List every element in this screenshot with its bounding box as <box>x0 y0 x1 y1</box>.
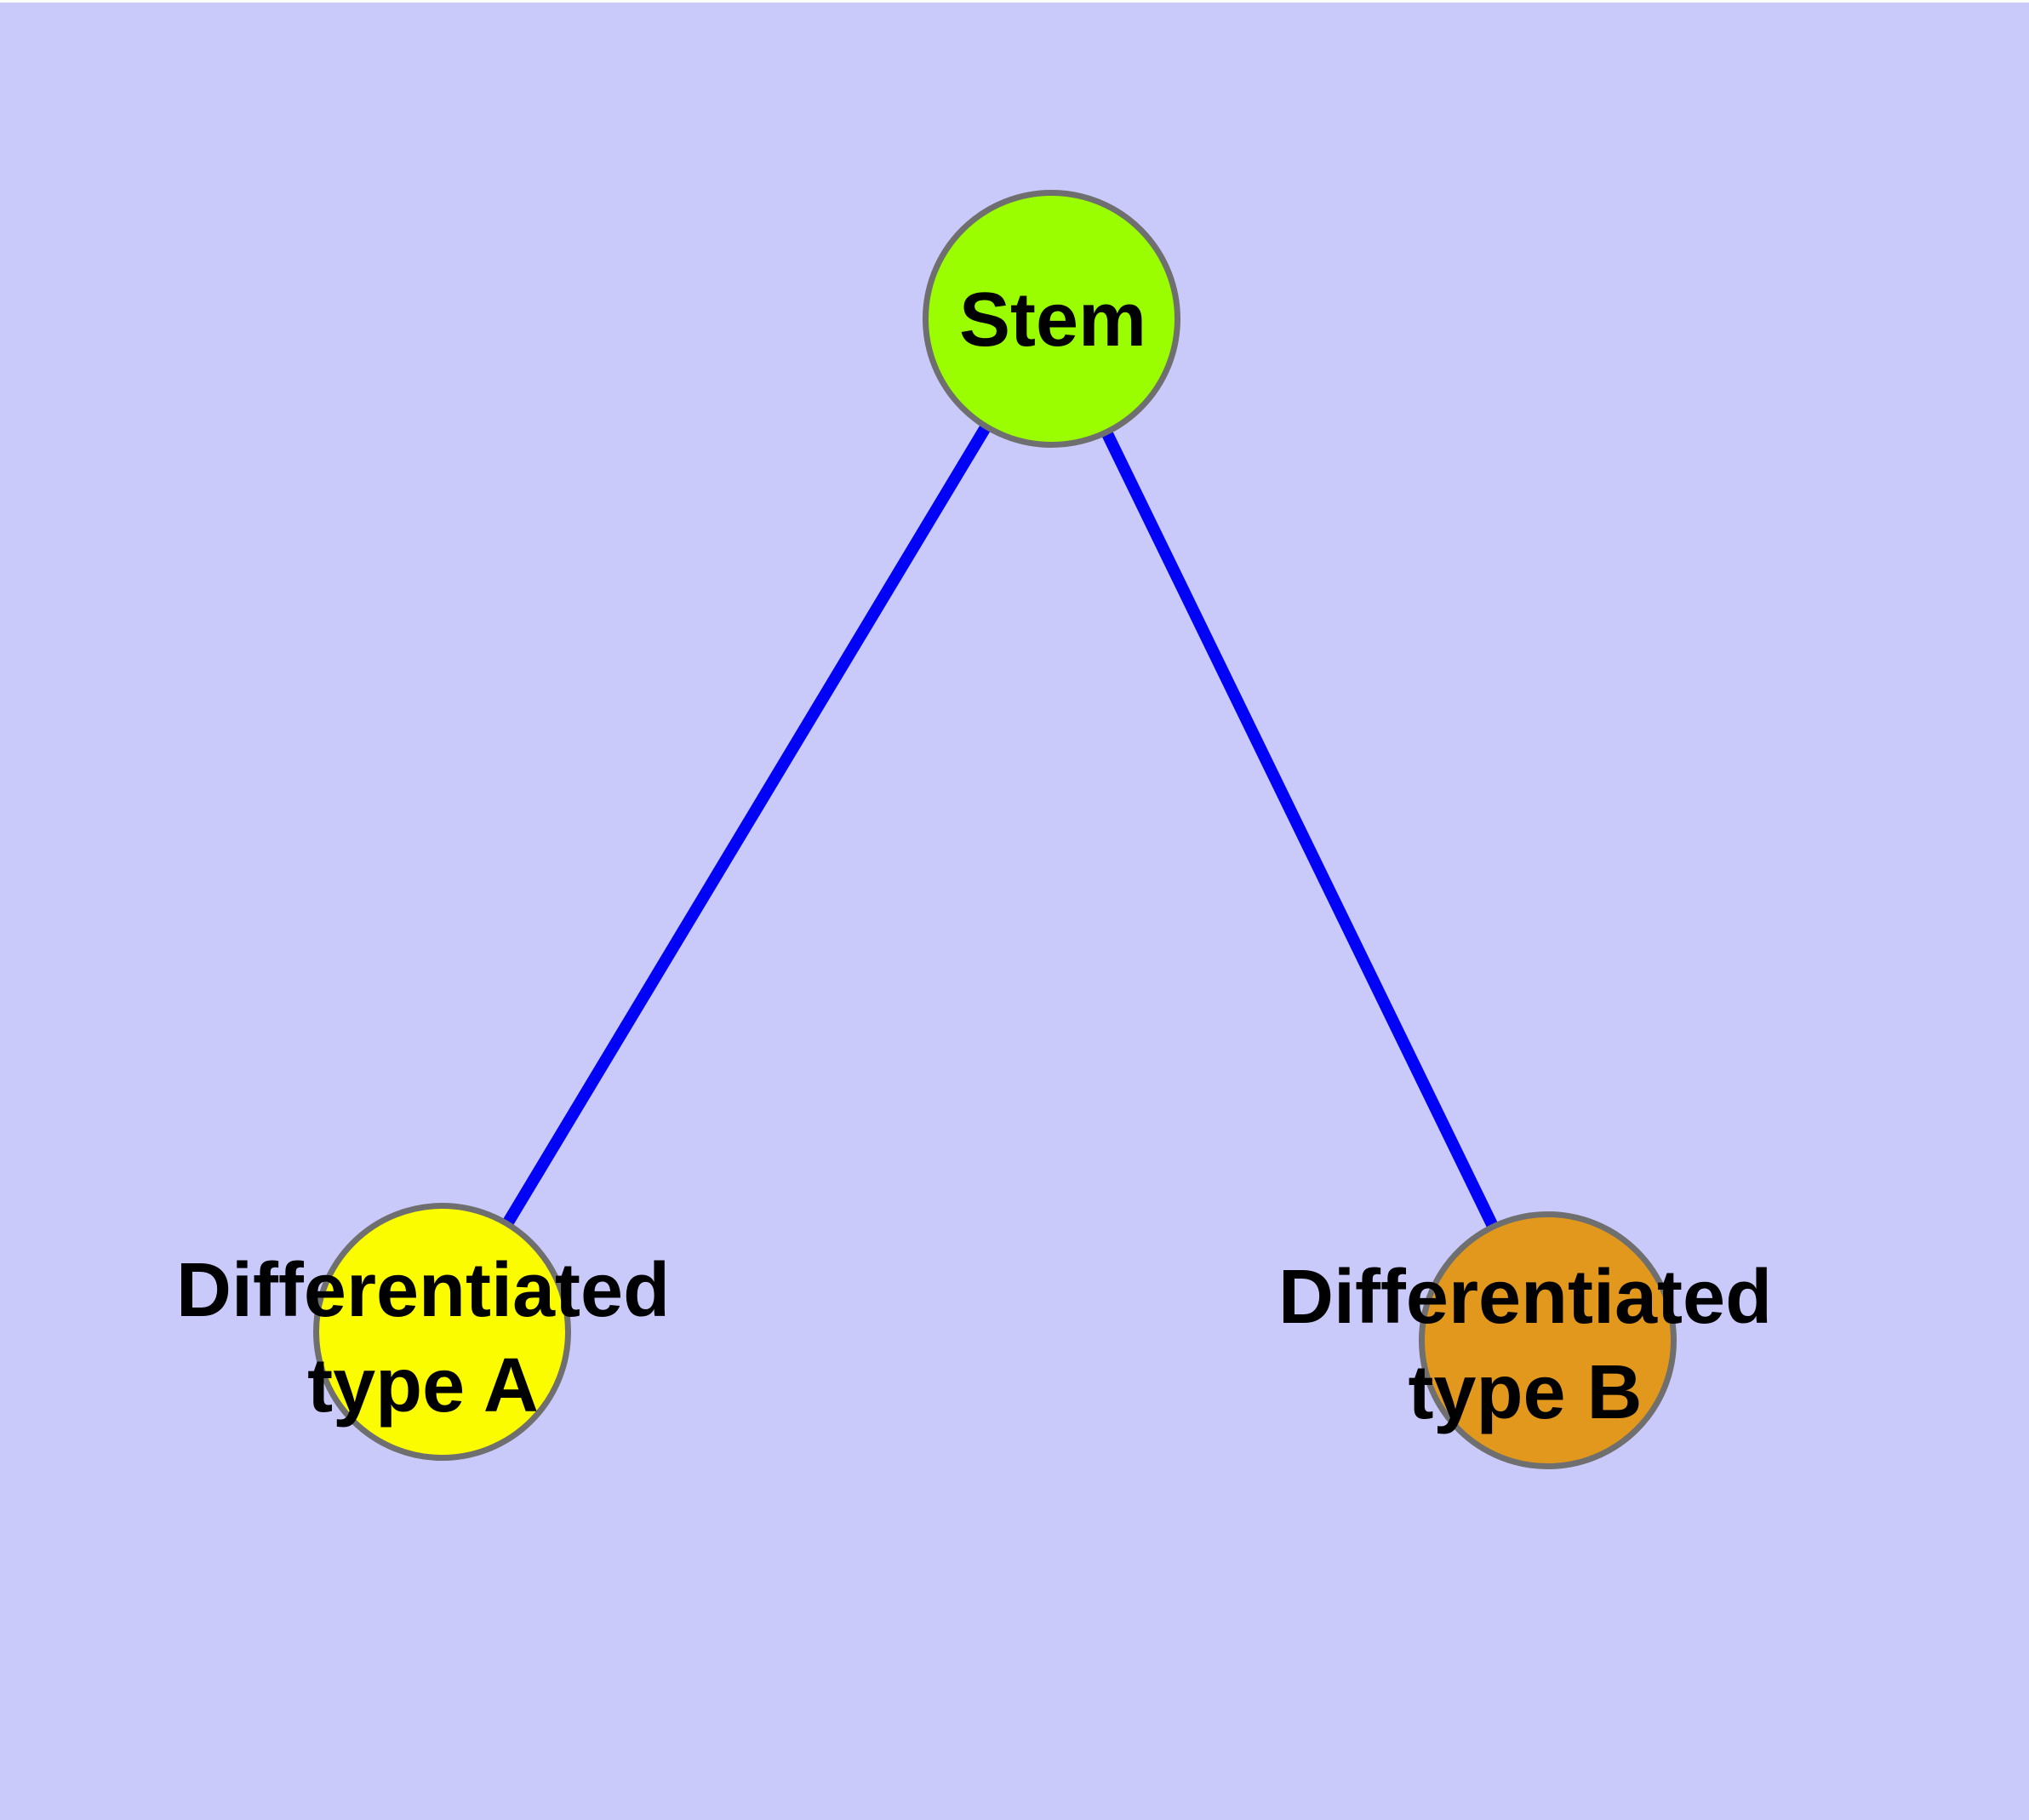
node-type-b-label-line-2: type B <box>1408 1350 1643 1435</box>
node-type-a-label-line-2: type A <box>307 1343 539 1428</box>
canvas-top-border <box>0 0 2029 3</box>
node-differentiated-type-b-label: Differentiated type B <box>1278 1250 1772 1440</box>
node-type-b-label-line-1: Differentiated <box>1277 1255 1773 1340</box>
node-differentiated-type-a <box>313 1203 571 1461</box>
node-differentiated-type-b <box>1419 1211 1677 1469</box>
edge-stem-to-type-a <box>437 315 1057 1335</box>
node-stem <box>923 190 1180 448</box>
node-stem-label: Stem <box>959 272 1146 368</box>
node-differentiated-type-a-label: Differentiated type A <box>176 1243 670 1434</box>
node-stem-label-line: Stem <box>958 278 1147 363</box>
node-type-a-label-line-1: Differentiated <box>175 1248 671 1333</box>
edge-stem-to-type-b <box>1045 315 1554 1343</box>
